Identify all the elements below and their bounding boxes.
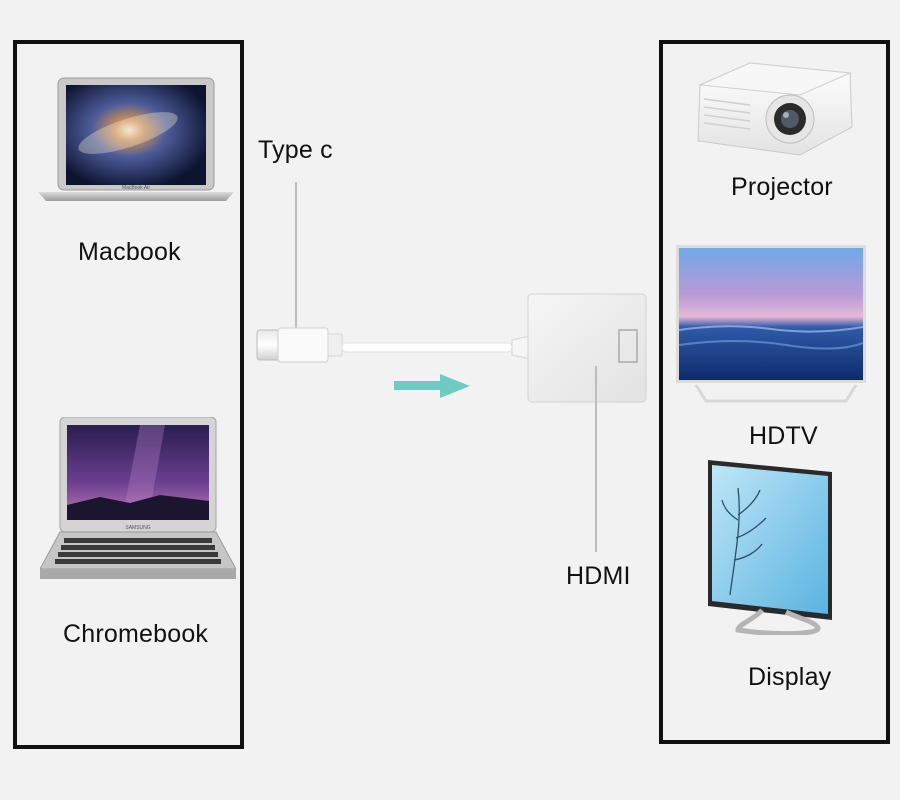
chromebook-label: Chromebook [63, 620, 209, 648]
hdtv-label: HDTV [749, 422, 818, 450]
hdtv-icon [676, 245, 868, 403]
monitor-icon [708, 460, 836, 635]
macbook-badge: MacBook Air [122, 185, 150, 191]
projector-label: Projector [731, 173, 833, 201]
hdmi-label: HDMI [566, 562, 631, 590]
projector-icon [690, 55, 855, 160]
output-devices-panel [659, 40, 890, 744]
adapter-illustration [256, 182, 647, 552]
chromebook-badge: SAMSUNG [125, 525, 150, 531]
type-c-label: Type c [258, 136, 333, 164]
macbook-icon: MacBook Air [36, 75, 236, 205]
arrow-right-icon [394, 374, 470, 398]
chromebook-icon: SAMSUNG [40, 417, 236, 583]
hdmi-port [618, 329, 638, 363]
hdmi-adapter-box [527, 293, 647, 403]
usb-c-cable [341, 342, 513, 353]
macbook-label: Macbook [78, 238, 181, 266]
source-devices-panel [13, 40, 244, 749]
type-c-plug [256, 329, 281, 361]
display-label: Display [748, 663, 832, 691]
